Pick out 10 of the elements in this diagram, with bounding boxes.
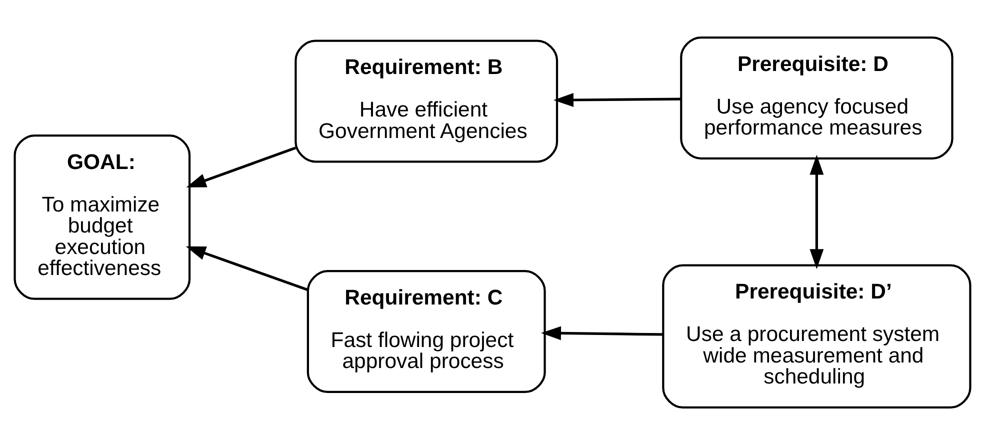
arrow (810, 154, 824, 270)
arrow (541, 326, 663, 340)
arrow (554, 93, 681, 107)
node-box: Prerequisite: D Use agency focused performance measures (680, 36, 954, 160)
node-box: GOAL: To maximize budget execution effectiveness (14, 134, 191, 300)
node-box: Requirement: B Have efficient Government Agencies (294, 40, 558, 163)
arrow (186, 146, 296, 188)
node-box: Requirement: C Fast flowing project approval process (306, 270, 546, 394)
node-box: Prerequisite: D’ Use a procurement system wide measurement and scheduling (662, 264, 972, 409)
arrow (186, 246, 308, 291)
